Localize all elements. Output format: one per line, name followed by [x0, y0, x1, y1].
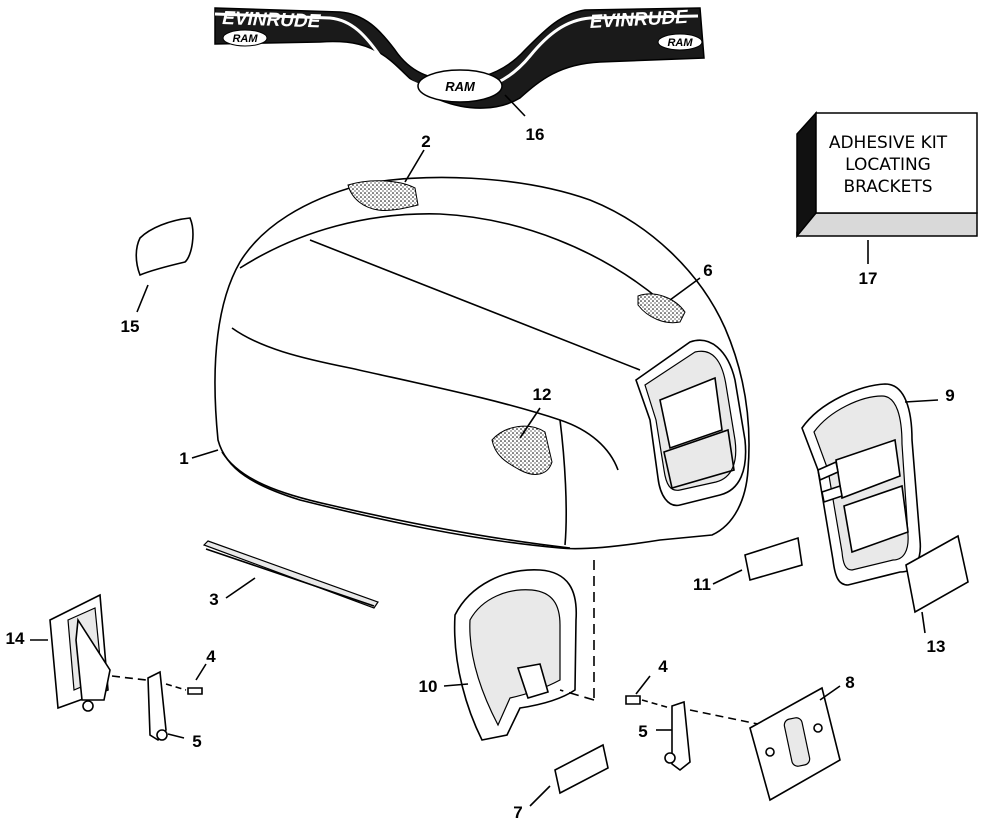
- seal-strip-part-3: [202, 540, 379, 609]
- callout-17: 17: [859, 269, 878, 288]
- callout-13: 13: [927, 637, 946, 656]
- kit-box-line-3: BRACKETS: [843, 177, 932, 197]
- bracket-part-14: [49, 593, 111, 712]
- decal-badge-center: RAM: [445, 79, 476, 94]
- callout-5-right: 5: [638, 722, 647, 741]
- callout-5-left: 5: [192, 732, 201, 751]
- callout-16: 16: [526, 125, 545, 144]
- callout-2: 2: [421, 132, 430, 151]
- kit-box-line-2: LOCATING: [845, 155, 931, 175]
- engine-cowl-part-1: [214, 176, 750, 550]
- leader-lines: [30, 94, 939, 807]
- latch-link-part-5-right: [664, 700, 691, 772]
- decal-badge-right: RAM: [667, 37, 693, 49]
- label-part-15: [135, 217, 194, 277]
- screw-part-4-right: [625, 695, 641, 705]
- callout-7: 7: [513, 803, 522, 819]
- callout-6: 6: [703, 261, 712, 280]
- decal-part-16: RAM EVINRUDE EVINRUDE RAM RAM: [214, 7, 705, 109]
- callout-11: 11: [693, 575, 711, 594]
- callout-15: 15: [121, 317, 140, 336]
- label-part-13: [905, 534, 969, 614]
- label-part-7: [554, 743, 609, 795]
- latch-link-part-5-left: [147, 670, 168, 742]
- screw-part-4-left: [187, 687, 203, 695]
- decal-brand-left: EVINRUDE: [222, 8, 322, 32]
- callout-4-right: 4: [658, 657, 668, 676]
- rear-cover-part-10: [453, 569, 578, 741]
- callout-8: 8: [845, 673, 854, 692]
- callout-14: 14: [6, 629, 25, 648]
- kit-box-part-17: ADHESIVE KIT LOCATING BRACKETS: [796, 111, 978, 239]
- decal-brand-right: EVINRUDE: [589, 7, 689, 33]
- callout-10: 10: [419, 677, 438, 696]
- callout-3: 3: [209, 590, 218, 609]
- callout-12: 12: [533, 385, 552, 404]
- grille-frame-part-9: [801, 383, 922, 586]
- callout-numbers: 16 2 6 17 15 12 9 1 11 3 13 14 4 4 10 8 …: [6, 125, 955, 819]
- kit-box-line-1: ADHESIVE KIT: [829, 133, 948, 153]
- callout-4-left: 4: [206, 647, 216, 666]
- label-part-11: [744, 536, 803, 582]
- decal-badge-left: RAM: [232, 33, 258, 45]
- latch-plate-part-8: [749, 686, 841, 802]
- callout-9: 9: [945, 386, 954, 405]
- callout-1: 1: [179, 449, 188, 468]
